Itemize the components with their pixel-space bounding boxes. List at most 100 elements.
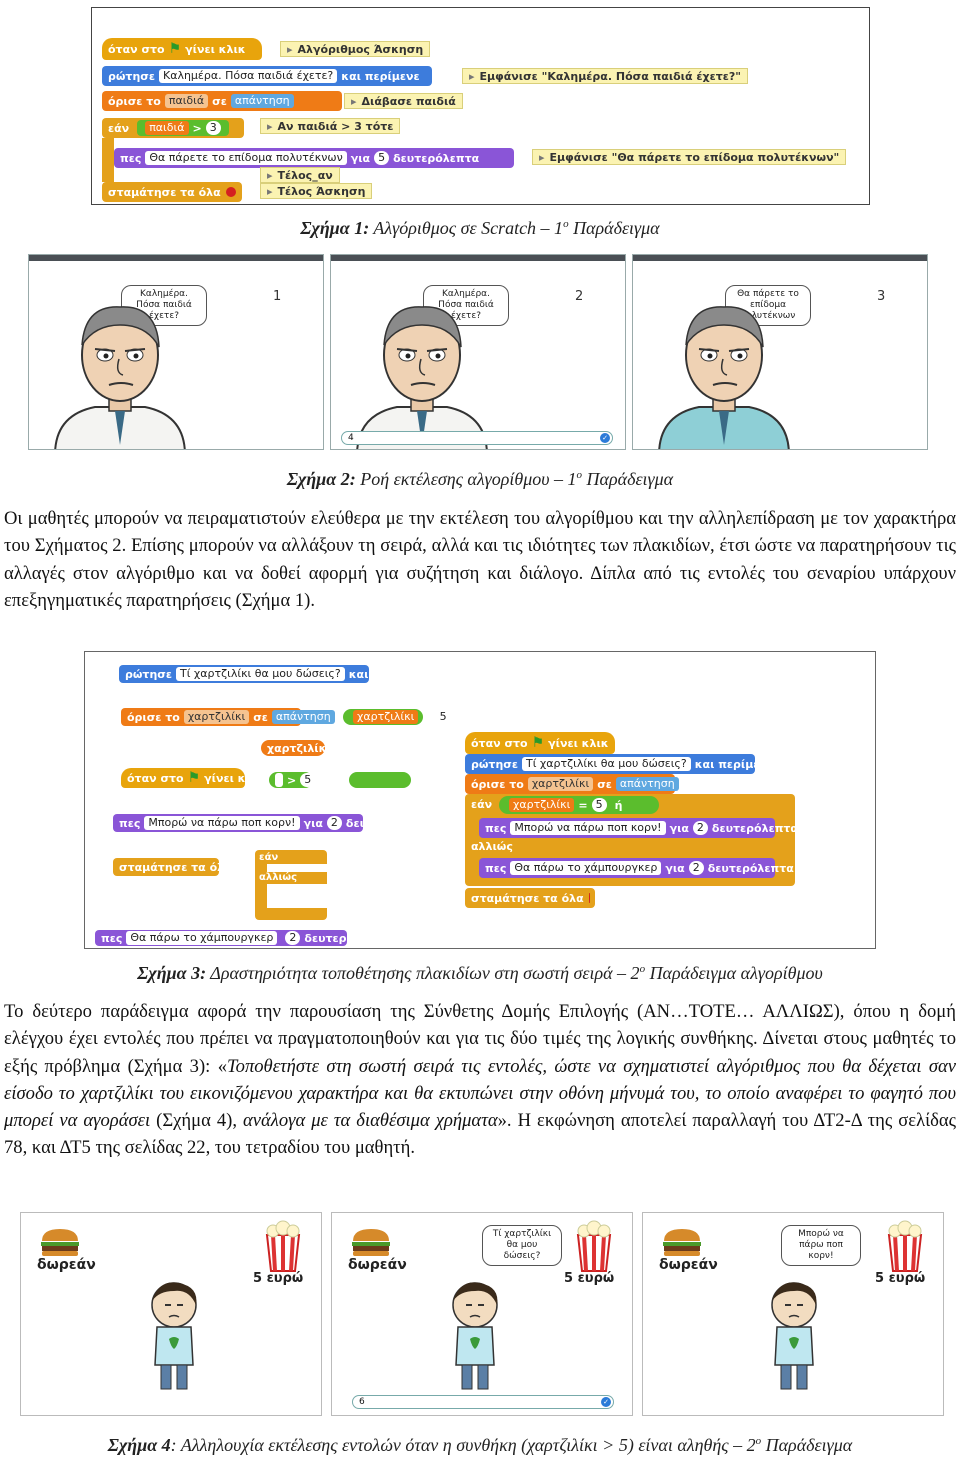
fig3-caption-label: Σχήμα 3:: [137, 963, 207, 983]
free-label: δωρεάν: [659, 1257, 718, 1273]
fig2-caption-text: Ροή εκτέλεσης αλγορίθμου – 1: [355, 469, 577, 489]
eq-num[interactable]: 5: [591, 798, 607, 812]
teacher-sprite: [356, 306, 488, 449]
comment-3: Διάβασε παιδιά: [344, 93, 463, 109]
loose-say-block-a[interactable]: πες Μπορώ να πάρω ποπ κορν! για 2 δευτερ…: [113, 814, 432, 832]
set-value-slot[interactable]: απάντηση: [230, 94, 294, 108]
speech-bubble: Μπορώ να πάρω ποπ κορν!: [781, 1225, 861, 1266]
ask-text-slot[interactable]: Καλημέρα. Πόσα παιδιά έχετε?: [158, 69, 338, 83]
when-flag-label-1: όταν στο: [108, 42, 165, 56]
cond-num[interactable]: 3: [205, 121, 221, 135]
para2-italic-2: ανάλογα με τα διαθέσιμα χρήματα: [243, 1110, 498, 1132]
fig1-caption-tail: Παράδειγμα: [568, 218, 660, 238]
if-block-body: [102, 138, 114, 182]
loose-say-block-b[interactable]: πες Θα πάρω το χάμπουργκερ 2 δευτερόλεπτ…: [95, 930, 390, 946]
kid-sprite: [151, 1282, 197, 1390]
or-condition-block[interactable]: χαρτζιλίκι = 5 ή: [499, 796, 659, 814]
eq-op: =: [422, 710, 432, 724]
set-value-slot[interactable]: απάντηση: [615, 777, 679, 791]
comment-2: Εμφάνισε "Καλημέρα. Πόσα παιδιά έχετε?": [462, 68, 748, 84]
ask-text-slot[interactable]: Τί χαρτζιλίκι θα μου δώσεις?: [175, 667, 345, 681]
set-var-dropdown[interactable]: χαρτζιλίκι: [183, 710, 250, 724]
loose-when-flag-block[interactable]: όταν στο ⚑ γίνει κλικ: [121, 768, 265, 788]
loose-equals-block[interactable]: χαρτζιλίκι = 5: [343, 709, 451, 725]
say-text-slot[interactable]: Θα πάρω το χάμπουργκερ: [510, 861, 662, 875]
free-label: δωρεάν: [348, 1257, 407, 1273]
when-flag-block[interactable]: όταν στο ⚑ γίνει κλικ: [102, 38, 262, 60]
script-stop-block[interactable]: σταμάτησε τα όλα: [465, 888, 595, 908]
teacher-sprite: [54, 306, 186, 449]
say-secs-slot[interactable]: 2: [688, 861, 704, 875]
stop-all-block[interactable]: σταμάτησε τα όλα: [102, 182, 242, 202]
stop-sign-icon: [225, 187, 236, 197]
set-var-dropdown[interactable]: χαρτζιλίκι: [527, 777, 594, 791]
answer-input[interactable]: 4✓: [341, 431, 613, 445]
fig4-caption: Σχήμα 4: Αλληλουχία εκτέλεσης εντολών ότ…: [0, 1435, 960, 1456]
free-label: δωρεάν: [37, 1257, 96, 1273]
check-icon[interactable]: ✓: [600, 433, 610, 443]
ask-label: ρώτησε: [471, 757, 518, 771]
loose-stop-block[interactable]: σταμάτησε τα όλα: [113, 858, 232, 876]
ask-label: ρώτησε: [125, 667, 172, 681]
loose-var-block[interactable]: χαρτζιλίκι: [261, 740, 331, 756]
green-flag-icon: ⚑: [168, 41, 182, 57]
gt-num[interactable]: 5: [300, 773, 316, 787]
script-set-block[interactable]: όρισε το χαρτζιλίκι σε απάντηση: [465, 774, 679, 794]
set-to-label: σε: [253, 710, 268, 724]
price-label: 5 ευρώ: [564, 1271, 615, 1286]
loose-or-block[interactable]: [349, 772, 411, 788]
set-label: όρισε το: [471, 777, 524, 791]
set-var-block[interactable]: όρισε το παιδιά σε απάντηση: [102, 91, 342, 111]
script-if-else-block[interactable]: εάν χαρτζιλίκι = 5 ή αλλιώς πες Μπορώ να…: [465, 794, 798, 886]
ask-label: ρώτησε: [108, 69, 155, 83]
gt-left-slot[interactable]: [275, 773, 283, 787]
set-var-dropdown[interactable]: παιδιά: [164, 94, 209, 108]
say-text-slot[interactable]: Μπορώ να πάρω ποπ κορν!: [144, 816, 300, 830]
fig1-scratch-script: όταν στο ⚑ γίνει κλικ Αλγόριθμος Άσκηση …: [91, 7, 870, 205]
fig2-caption-label: Σχήμα 2:: [286, 469, 356, 489]
script-when-flag-block[interactable]: όταν στο ⚑ γίνει κλικ: [465, 732, 615, 754]
script-ask-block[interactable]: ρώτησε Τί χαρτζιλίκι θα μου δώσεις? και …: [465, 754, 773, 774]
fig3-caption: Σχήμα 3: Δραστηριότητα τοποθέτησης πλακι…: [0, 963, 960, 984]
if-label: εάν: [471, 798, 493, 811]
stop-label: σταμάτησε τα όλα: [108, 185, 221, 199]
eq-op: =: [578, 798, 588, 812]
ask-wait-label: και περίμενε: [341, 69, 420, 83]
fig4-stage-2: δωρεάν 5 ευρώ Τί χαρτζιλίκι θα μου δώσει…: [331, 1212, 633, 1416]
fig2-stage-3: Θα πάρετε το επίδομα πολυτέκνων 3: [632, 254, 928, 450]
if-block[interactable]: εάν παιδιά > 3: [102, 118, 244, 138]
say-secs-slot[interactable]: 5: [374, 151, 390, 165]
step-counter: 3: [877, 289, 886, 304]
set-to-label: σε: [597, 777, 612, 791]
loose-gt-block[interactable]: > 5: [269, 772, 316, 788]
loose-ask-block[interactable]: ρώτησε Τί χαρτζιλίκι θα μου δώσεις? και …: [119, 665, 427, 683]
price-label: 5 ευρώ: [875, 1271, 926, 1286]
ask-block[interactable]: ρώτησε Καλημέρα. Πόσα παιδιά έχετε? και …: [102, 66, 432, 86]
loose-set-block[interactable]: όρισε το χαρτζιλίκι σε απάντηση: [121, 708, 335, 726]
answer-input[interactable]: 6✓: [352, 1395, 614, 1409]
say-text-slot[interactable]: Μπορώ να πάρω ποπ κορν!: [510, 821, 666, 835]
say-block[interactable]: πες Θα πάρετε το επίδομα πολυτέκνων για …: [114, 148, 514, 168]
say-text-slot[interactable]: Θα πάρω το χάμπουργκερ: [126, 931, 278, 945]
script-say-block-b[interactable]: πες Θα πάρω το χάμπουργκερ για 2 δευτερό…: [479, 858, 794, 878]
speech-bubble: Καλημέρα. Πόσα παιδιά έχετε?: [423, 285, 509, 326]
say-secs-slot[interactable]: 2: [285, 931, 301, 945]
check-icon[interactable]: ✓: [601, 1397, 611, 1407]
say-text-slot[interactable]: Θα πάρετε το επίδομα πολυτέκνων: [145, 151, 347, 165]
step-counter: 1: [273, 289, 282, 304]
eq-num[interactable]: 5: [435, 710, 451, 724]
ask-text-slot[interactable]: Τί χαρτζιλίκι θα μου δώσεις?: [521, 757, 691, 771]
say-secs-slot[interactable]: 2: [692, 821, 708, 835]
paragraph-1: Οι μαθητές μπορούν να πειραματιστούν ελε…: [4, 508, 956, 611]
kid-sprite: [771, 1282, 817, 1390]
fig1-caption: Σχήμα 1: Αλγόριθμος σε Scratch – 1ο Παρά…: [0, 218, 960, 239]
condition-block[interactable]: παιδιά > 3: [137, 120, 229, 136]
if-label: εάν: [259, 852, 279, 863]
loose-if-else-block[interactable]: εάν αλλιώς: [255, 850, 327, 920]
set-to-label: σε: [212, 94, 227, 108]
teacher-sprite: [658, 306, 790, 449]
set-value-slot[interactable]: απάντηση: [271, 710, 335, 724]
say-secs-slot[interactable]: 2: [326, 816, 342, 830]
script-say-block-a[interactable]: πες Μπορώ να πάρω ποπ κορν! για 2 δευτερ…: [479, 818, 798, 838]
fig4-execution-frames: δωρεάν 5 ευρώ: [20, 1212, 944, 1416]
